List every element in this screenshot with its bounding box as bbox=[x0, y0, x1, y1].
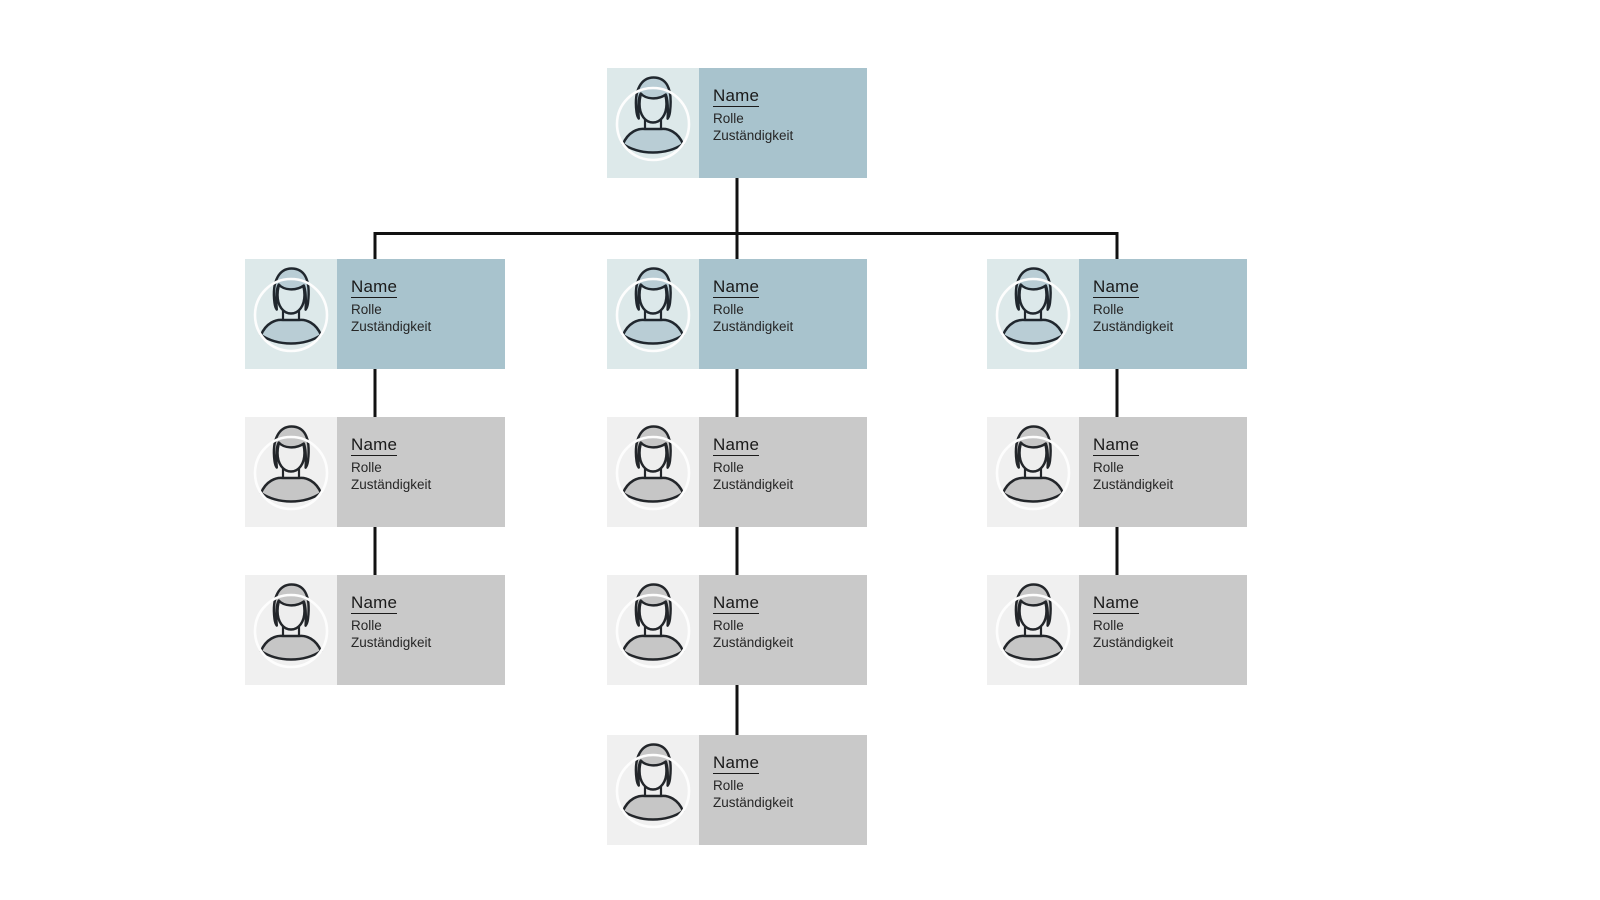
node-responsibility: Zuständigkeit bbox=[713, 794, 794, 810]
node-text-panel: Name Rolle Zuständigkeit bbox=[1079, 259, 1247, 369]
org-node-branch-left[interactable]: Name Rolle Zuständigkeit bbox=[245, 259, 505, 369]
org-node-center-2[interactable]: Name Rolle Zuständigkeit bbox=[607, 417, 867, 527]
node-text-panel: Name Rolle Zuständigkeit bbox=[337, 575, 505, 685]
node-role: Rolle bbox=[713, 460, 744, 475]
node-responsibility: Zuständigkeit bbox=[713, 476, 794, 492]
node-role: Rolle bbox=[351, 460, 382, 475]
node-text-panel: Name Rolle Zuständigkeit bbox=[337, 259, 505, 369]
avatar-panel bbox=[607, 417, 699, 527]
person-avatar-icon bbox=[607, 260, 699, 368]
avatar-panel bbox=[607, 735, 699, 845]
org-node-branch-center[interactable]: Name Rolle Zuständigkeit bbox=[607, 259, 867, 369]
org-node-left-2[interactable]: Name Rolle Zuständigkeit bbox=[245, 417, 505, 527]
node-name: Name bbox=[351, 277, 398, 298]
person-avatar-icon bbox=[607, 69, 699, 177]
node-responsibility: Zuständigkeit bbox=[1093, 318, 1174, 334]
node-role: Rolle bbox=[351, 618, 382, 633]
node-responsibility: Zuständigkeit bbox=[713, 634, 794, 650]
node-name: Name bbox=[713, 435, 760, 456]
node-responsibility: Zuständigkeit bbox=[713, 318, 794, 334]
node-name: Name bbox=[1093, 593, 1140, 614]
org-node-right-2[interactable]: Name Rolle Zuständigkeit bbox=[987, 417, 1247, 527]
org-node-right-3[interactable]: Name Rolle Zuständigkeit bbox=[987, 575, 1247, 685]
person-avatar-icon bbox=[607, 576, 699, 684]
node-role: Rolle bbox=[1093, 618, 1124, 633]
node-name: Name bbox=[713, 593, 760, 614]
node-role: Rolle bbox=[1093, 302, 1124, 317]
org-node-left-3[interactable]: Name Rolle Zuständigkeit bbox=[245, 575, 505, 685]
node-text-panel: Name Rolle Zuständigkeit bbox=[699, 259, 867, 369]
person-avatar-icon bbox=[607, 736, 699, 844]
org-node-branch-right[interactable]: Name Rolle Zuständigkeit bbox=[987, 259, 1247, 369]
node-role: Rolle bbox=[713, 618, 744, 633]
node-responsibility: Zuständigkeit bbox=[351, 318, 432, 334]
node-name: Name bbox=[351, 593, 398, 614]
node-name: Name bbox=[1093, 277, 1140, 298]
node-role: Rolle bbox=[1093, 460, 1124, 475]
node-role: Rolle bbox=[713, 778, 744, 793]
node-text-panel: Name Rolle Zuständigkeit bbox=[337, 417, 505, 527]
person-avatar-icon bbox=[245, 418, 337, 526]
node-name: Name bbox=[713, 277, 760, 298]
node-role: Rolle bbox=[713, 111, 744, 126]
person-avatar-icon bbox=[987, 576, 1079, 684]
node-name: Name bbox=[351, 435, 398, 456]
avatar-panel bbox=[245, 417, 337, 527]
node-text-panel: Name Rolle Zuständigkeit bbox=[699, 417, 867, 527]
person-avatar-icon bbox=[245, 260, 337, 368]
node-role: Rolle bbox=[351, 302, 382, 317]
person-avatar-icon bbox=[987, 418, 1079, 526]
node-responsibility: Zuständigkeit bbox=[1093, 634, 1174, 650]
avatar-panel bbox=[245, 259, 337, 369]
node-text-panel: Name Rolle Zuständigkeit bbox=[699, 735, 867, 845]
node-text-panel: Name Rolle Zuständigkeit bbox=[1079, 575, 1247, 685]
person-avatar-icon bbox=[987, 260, 1079, 368]
node-text-panel: Name Rolle Zuständigkeit bbox=[699, 68, 867, 178]
node-role: Rolle bbox=[713, 302, 744, 317]
org-node-center-4[interactable]: Name Rolle Zuständigkeit bbox=[607, 735, 867, 845]
node-responsibility: Zuständigkeit bbox=[351, 476, 432, 492]
avatar-panel bbox=[607, 68, 699, 178]
avatar-panel bbox=[607, 575, 699, 685]
avatar-panel bbox=[607, 259, 699, 369]
avatar-panel bbox=[987, 259, 1079, 369]
org-node-root[interactable]: Name Rolle Zuständigkeit bbox=[607, 68, 867, 178]
org-node-center-3[interactable]: Name Rolle Zuständigkeit bbox=[607, 575, 867, 685]
node-responsibility: Zuständigkeit bbox=[713, 127, 794, 143]
person-avatar-icon bbox=[607, 418, 699, 526]
avatar-panel bbox=[987, 417, 1079, 527]
node-text-panel: Name Rolle Zuständigkeit bbox=[699, 575, 867, 685]
node-name: Name bbox=[1093, 435, 1140, 456]
avatar-panel bbox=[987, 575, 1079, 685]
person-avatar-icon bbox=[245, 576, 337, 684]
node-name: Name bbox=[713, 86, 760, 107]
avatar-panel bbox=[245, 575, 337, 685]
node-name: Name bbox=[713, 753, 760, 774]
node-text-panel: Name Rolle Zuständigkeit bbox=[1079, 417, 1247, 527]
node-responsibility: Zuständigkeit bbox=[351, 634, 432, 650]
node-responsibility: Zuständigkeit bbox=[1093, 476, 1174, 492]
